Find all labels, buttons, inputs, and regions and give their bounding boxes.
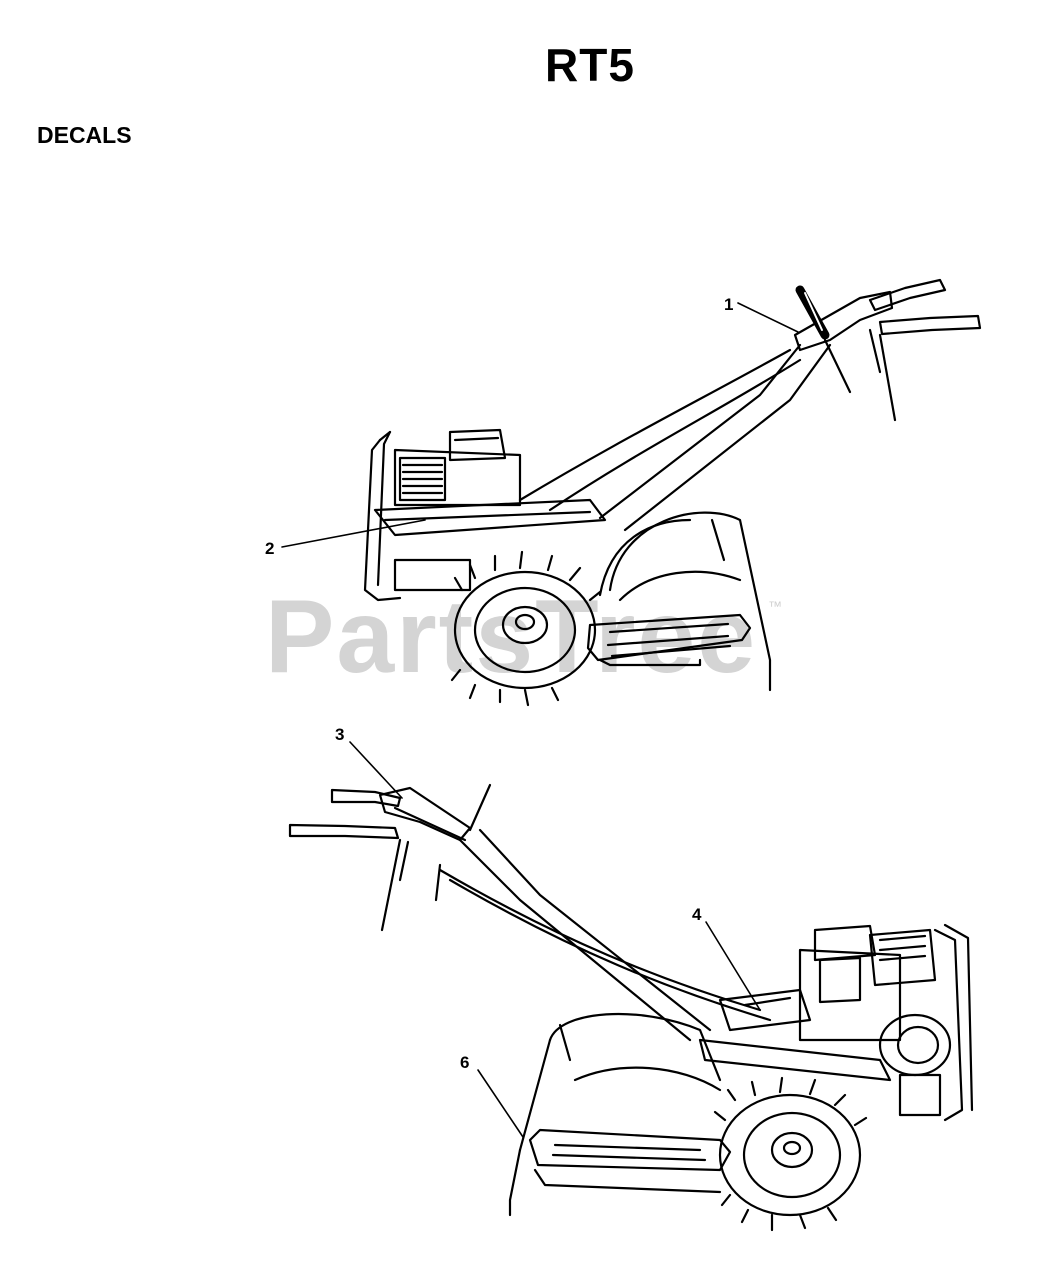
page-title: RT5 <box>545 39 635 91</box>
tiller-bottom-view <box>288 783 974 1232</box>
watermark-trademark: ™ <box>768 598 782 614</box>
callout-2: 2 <box>265 539 274 558</box>
callout-3: 3 <box>335 725 344 744</box>
callout-1: 1 <box>724 295 733 314</box>
section-title: DECALS <box>37 122 132 148</box>
callout-6: 6 <box>460 1053 469 1072</box>
callout-4: 4 <box>692 905 702 924</box>
tiller-top-view <box>363 278 982 707</box>
